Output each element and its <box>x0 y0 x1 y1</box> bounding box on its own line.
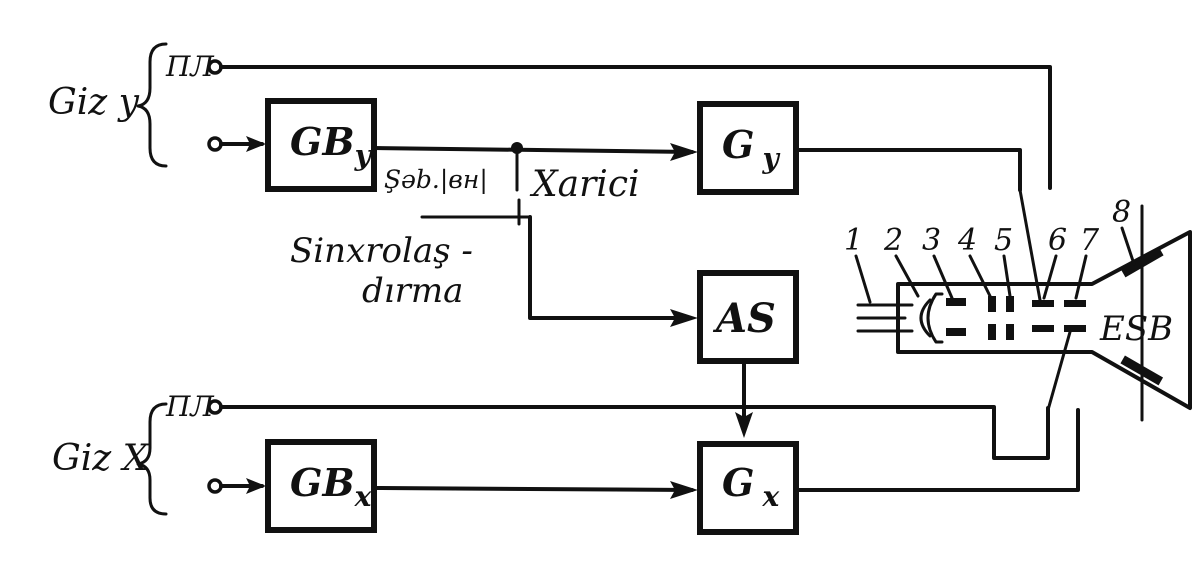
wire-gb-y-to-g-y <box>372 146 694 154</box>
electrode-4b <box>988 324 996 340</box>
tube-number-6: 6 <box>1048 223 1067 258</box>
block-as <box>697 270 799 364</box>
block-gb-x-label: GBx <box>290 460 372 513</box>
arrow-y-input <box>246 136 266 152</box>
switch-internal-label: Şəb.|вн| <box>384 165 488 195</box>
block-g-x-sub: x <box>761 480 779 513</box>
node-junction <box>511 142 523 154</box>
input-x-label: Giz X <box>52 438 150 479</box>
electrode-7a <box>1064 300 1086 307</box>
electrode-4a <box>988 296 996 312</box>
electrode-3b <box>946 328 966 336</box>
block-g-y-sub: y <box>761 142 780 175</box>
input-y-label: Giz y <box>48 82 140 123</box>
lead-x-plate <box>1046 330 1072 412</box>
block-g-x-main: G <box>722 460 754 505</box>
electrode-3a <box>946 298 966 306</box>
input-pl-bottom-label: ПЛ <box>165 390 214 423</box>
tube-number-8: 8 <box>1112 195 1131 230</box>
pointer-6 <box>1042 254 1058 300</box>
input-y-brace <box>136 42 168 168</box>
tube-number-5: 5 <box>994 223 1013 258</box>
electrode-5b <box>1006 324 1014 340</box>
block-as-label: AS <box>712 295 776 342</box>
lead-y-plate <box>1018 188 1042 302</box>
tube-number-4: 4 <box>957 223 977 258</box>
electrode-7b <box>1064 325 1086 332</box>
block-gb-x-main: GB <box>290 460 355 505</box>
electrode-6a <box>1032 300 1054 307</box>
block-gb-y <box>265 98 377 192</box>
electrode-6b <box>1032 325 1054 332</box>
block-gb-y-sub: y <box>354 139 373 172</box>
electrode-5a <box>1006 296 1014 312</box>
block-gb-x-sub: x <box>354 480 372 513</box>
input-x-brace <box>136 402 168 516</box>
wire-sync-to-as <box>528 215 692 320</box>
tube-number-1: 1 <box>844 223 863 258</box>
wire-g-y-to-plate <box>794 148 1022 192</box>
wire-pl-top <box>219 65 1052 190</box>
sync-label-line2: dırma <box>362 271 463 311</box>
switch-external-label: Xarici <box>529 164 640 205</box>
block-gb-y-main: GB <box>290 119 355 164</box>
pointer-4 <box>968 254 992 298</box>
wire-gb-x-to-g-x <box>372 486 694 492</box>
input-pl-top-label: ПЛ <box>165 50 214 83</box>
tube-label: ESB <box>1099 309 1173 349</box>
arrow-g-x-from-as <box>735 412 753 438</box>
wire-pl-bottom <box>219 405 1050 460</box>
block-g-y-main: G <box>722 122 754 167</box>
pointer-2 <box>894 254 920 298</box>
tube-number-3: 3 <box>922 223 941 258</box>
tube-modulator <box>926 292 944 344</box>
pointer-7 <box>1074 254 1088 300</box>
tube-number-2: 2 <box>883 223 903 258</box>
arrow-as-input <box>670 309 698 327</box>
arrow-g-y-input <box>670 143 698 161</box>
pointer-3 <box>932 254 954 300</box>
pointer-1 <box>854 254 872 304</box>
wire-g-x-to-plate <box>794 408 1080 492</box>
sync-label-line1: Sinxrolaş - <box>290 231 473 271</box>
arrow-x-input <box>246 478 266 494</box>
tube-leads <box>856 303 914 333</box>
tube-number-7: 7 <box>1080 223 1100 258</box>
arrow-g-x-input <box>670 481 698 499</box>
tube-cathode <box>919 298 932 338</box>
block-g-x <box>697 441 799 535</box>
block-gb-y-label: GBy <box>290 119 373 172</box>
pointer-8 <box>1120 226 1136 266</box>
block-g-y <box>697 101 799 195</box>
pointer-5 <box>1002 254 1012 298</box>
tube-outline <box>896 230 1192 410</box>
